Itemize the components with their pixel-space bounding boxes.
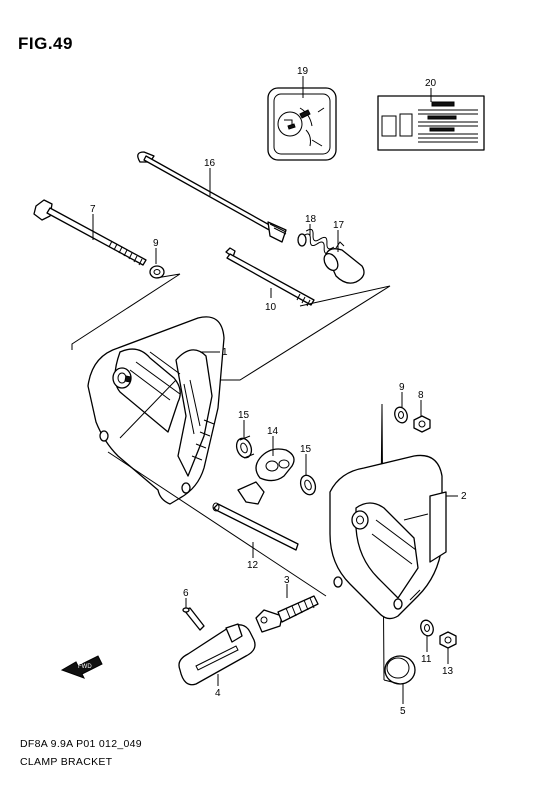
part-13-nut[interactable]: [439, 631, 457, 649]
callout-17: 17: [333, 220, 345, 231]
part-5-cap[interactable]: [384, 655, 416, 685]
part-6-pin[interactable]: [182, 607, 205, 631]
part-14-stopper-plate[interactable]: [237, 448, 295, 505]
callout-3: 3: [284, 575, 290, 586]
part-16-tilt-rod[interactable]: [137, 151, 287, 243]
part-9-washer-upper[interactable]: [149, 265, 165, 279]
part-15-bushing-right[interactable]: [298, 473, 318, 497]
callout-5: 5: [400, 706, 406, 717]
part-12-shaft[interactable]: [212, 502, 299, 551]
callout-7: 7: [90, 204, 96, 215]
callout-19: 19: [297, 66, 309, 77]
fwd-label: FWD: [78, 664, 92, 670]
part-11-washer[interactable]: [419, 618, 436, 637]
part-8-nut[interactable]: [413, 415, 431, 433]
callout-9-upper: 9: [153, 238, 159, 249]
fwd-arrow-icon: FWD: [60, 655, 103, 679]
callout-18: 18: [305, 214, 317, 225]
callout-1: 1: [222, 347, 228, 358]
figure-code: DF8A 9.9A P01 012_049: [20, 738, 142, 750]
part-9-washer-right[interactable]: [393, 405, 410, 424]
assembly-line-lower: [383, 679, 401, 685]
part-2-clamp-bracket-right[interactable]: [329, 454, 447, 620]
figure-title: FIG.49: [18, 34, 73, 53]
callout-9-right: 9: [399, 382, 405, 393]
part-20-warning-label[interactable]: [377, 95, 485, 151]
callout-20: 20: [425, 78, 437, 89]
callout-15-left: 15: [238, 410, 250, 421]
callout-labels: 1 2 3 4 5 6 7 8 9 9 10 11 12 13 14 15 15…: [90, 66, 467, 717]
leader-lines: [92, 76, 458, 704]
callout-10: 10: [265, 302, 277, 313]
callout-11: 11: [421, 654, 432, 665]
callout-13: 13: [442, 666, 454, 677]
callout-12: 12: [247, 560, 259, 571]
callout-6: 6: [183, 588, 189, 599]
part-1-clamp-bracket-left[interactable]: [87, 316, 225, 505]
part-19-sticker[interactable]: [267, 87, 337, 161]
callout-4: 4: [215, 688, 221, 699]
callout-2: 2: [461, 491, 467, 502]
callout-15-right: 15: [300, 444, 312, 455]
part-3-threaded-pin[interactable]: [255, 595, 319, 633]
figure-name: CLAMP BRACKET: [20, 756, 113, 768]
callout-16: 16: [204, 158, 216, 169]
callout-8: 8: [418, 390, 424, 401]
part-17-knob[interactable]: [321, 241, 365, 284]
callout-14: 14: [267, 426, 279, 437]
part-4-lever[interactable]: [178, 623, 256, 686]
part-7-long-bolt[interactable]: [33, 199, 147, 266]
part-15-bushing-left[interactable]: [234, 435, 255, 460]
part-10-shaft[interactable]: [225, 247, 315, 307]
